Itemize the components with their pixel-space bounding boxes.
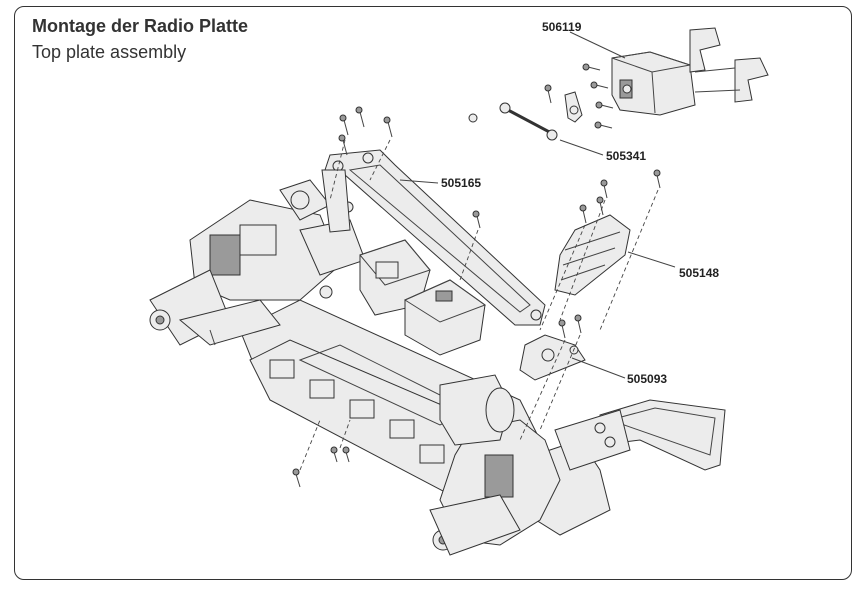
part-number-receiver-box: 506119 [542,20,582,34]
motor [439,374,515,446]
leader-lines [399,31,676,379]
servo-link [468,91,583,141]
top-plate [321,149,546,326]
rear-suspension [429,409,631,556]
part-number-brace: 505093 [627,372,668,386]
front-suspension [149,179,366,346]
cover-part [554,214,631,296]
part-number-top-plate: 505165 [441,176,482,190]
assembly-guides [299,139,659,471]
figure-frame [14,6,852,580]
part-number-cover: 505148 [679,266,720,280]
receiver-box-chassis [403,279,487,356]
part-number-servo-link: 505341 [606,149,647,163]
brace-part [519,334,586,381]
figure-title: Montage der Radio Platte [32,16,249,36]
receiver-box-exploded [611,27,769,116]
figure-subtitle: Top plate assembly [32,42,187,62]
